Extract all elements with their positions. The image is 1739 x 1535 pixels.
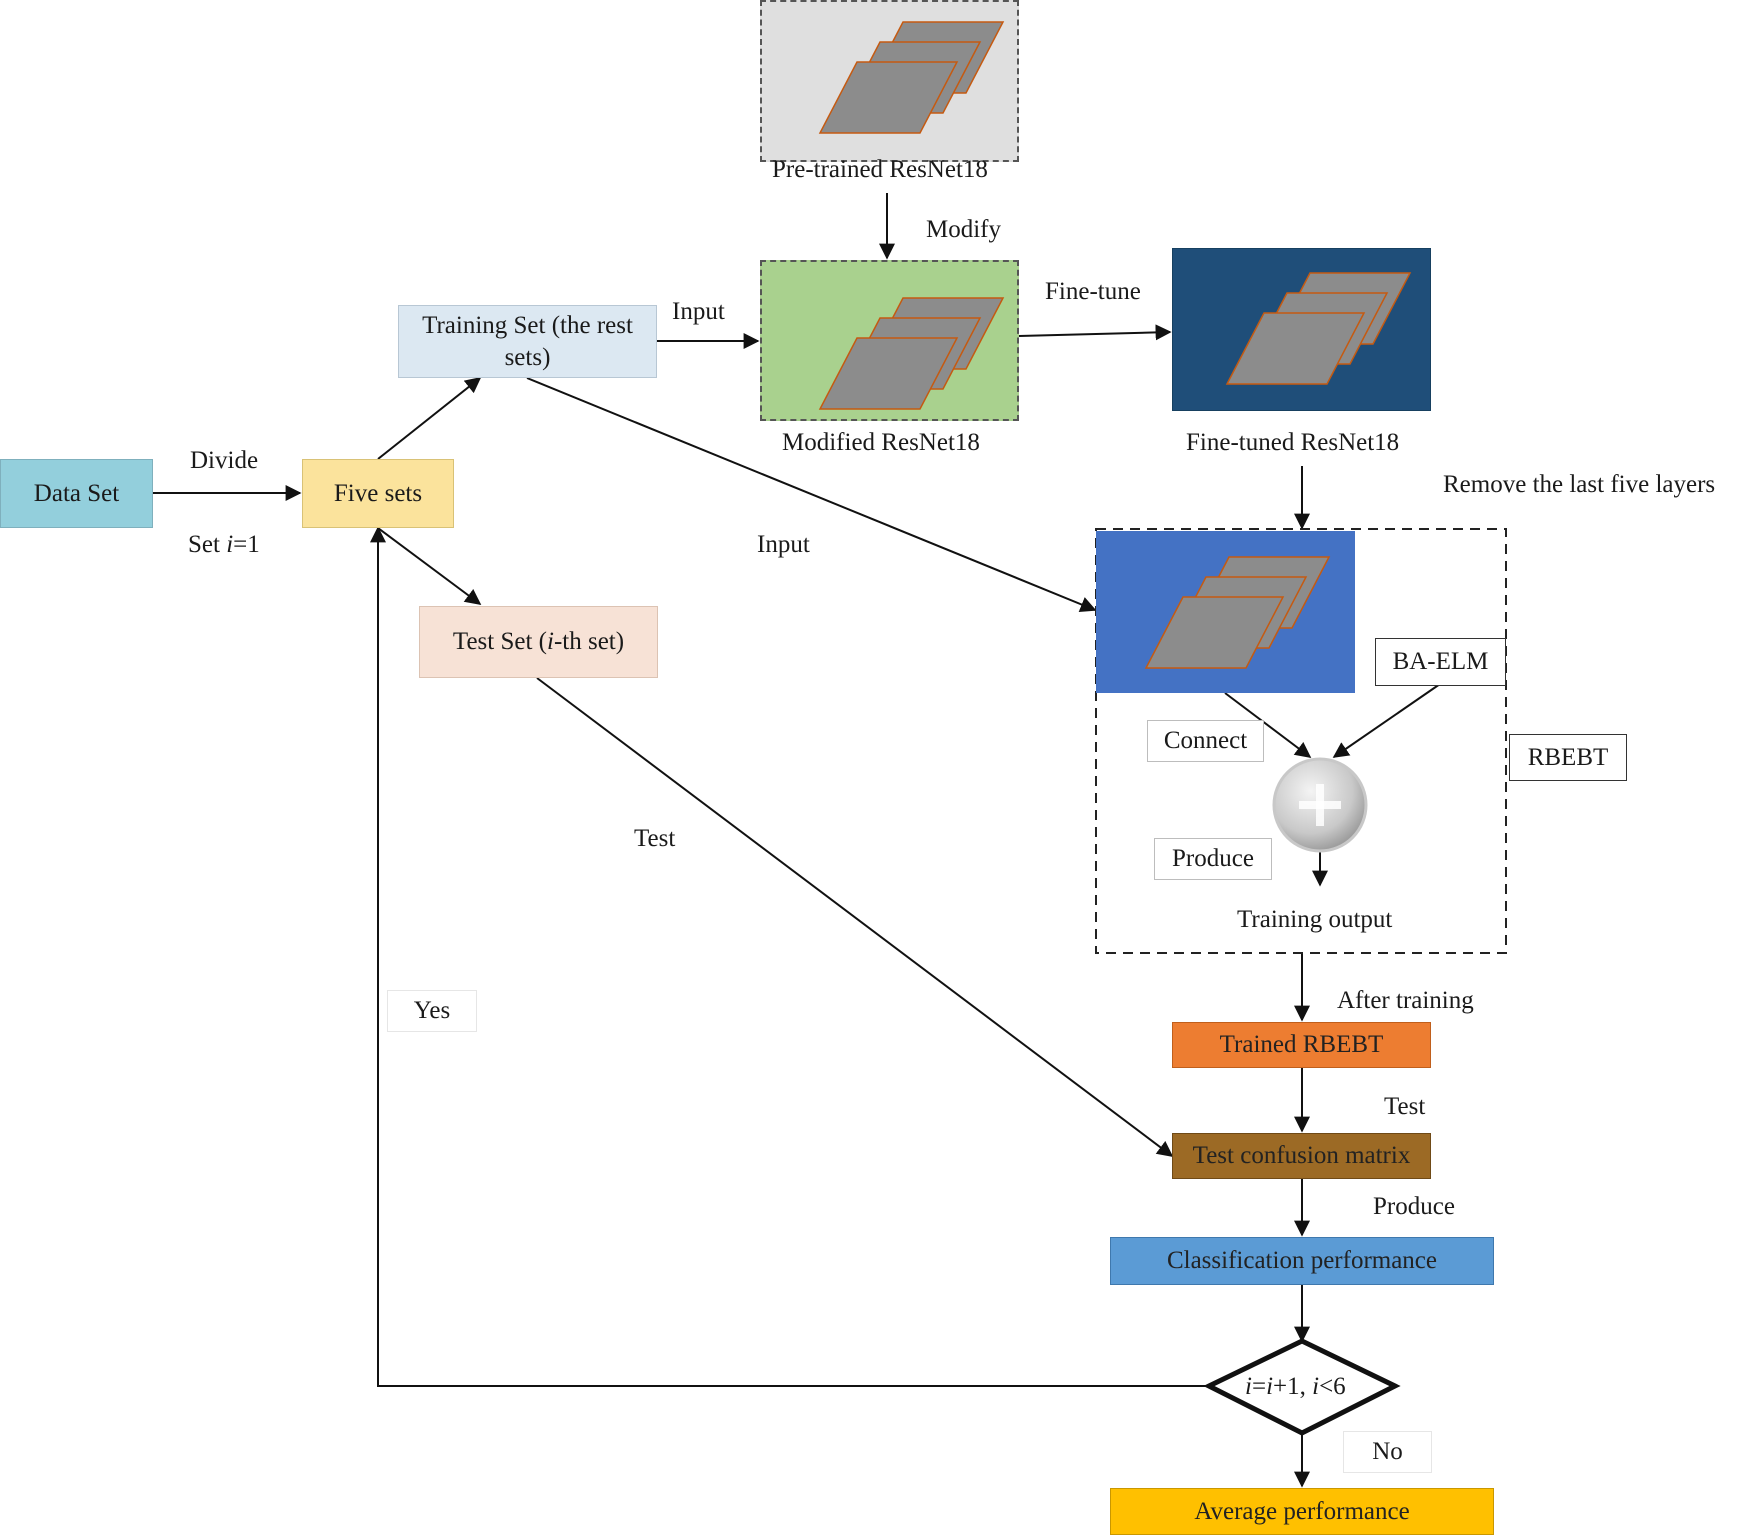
trained-rbebt-label: Trained RBEBT bbox=[1219, 1031, 1384, 1059]
fine-tune-label: Fine-tune bbox=[1045, 278, 1141, 305]
no-tag: No bbox=[1343, 1431, 1432, 1473]
connect-label: Connect bbox=[1163, 727, 1248, 754]
training-output-caption: Training output bbox=[1237, 906, 1393, 933]
modified-caption: Modified ResNet18 bbox=[782, 429, 980, 456]
set-var: i bbox=[226, 531, 234, 558]
yes-label: Yes bbox=[413, 997, 451, 1024]
no-label: No bbox=[1372, 1438, 1403, 1465]
modified-resnet-panel bbox=[760, 260, 1019, 421]
produce-inner-label: Produce bbox=[1172, 845, 1254, 872]
decision-lt: <6 bbox=[1319, 1373, 1346, 1400]
decision-var-a: i bbox=[1245, 1373, 1252, 1400]
classification-performance-label: Classification performance bbox=[1166, 1247, 1438, 1275]
input-label-rbebt: Input bbox=[757, 531, 810, 558]
modify-label: Modify bbox=[926, 216, 1001, 243]
test-label-diagonal: Test bbox=[634, 825, 676, 852]
rbebt-label: RBEBT bbox=[1527, 743, 1609, 771]
training-set-node: Training Set (the rest sets) bbox=[398, 305, 657, 378]
arrow-test-to-confusion bbox=[536, 677, 1174, 1157]
pretrained-resnet-panel bbox=[760, 0, 1019, 162]
decision-var-c: i bbox=[1266, 1373, 1274, 1400]
training-set-label: Training Set (the rest sets) bbox=[422, 312, 633, 371]
adder-plus-icon bbox=[1272, 757, 1368, 853]
pretrained-caption: Pre-trained ResNet18 bbox=[772, 156, 988, 183]
data-set-node: Data Set bbox=[0, 459, 153, 528]
five-sets-node: Five sets bbox=[302, 459, 454, 528]
test-set-suffix: -th set) bbox=[553, 628, 625, 656]
average-performance-label: Average performance bbox=[1194, 1497, 1410, 1525]
divide-label: Divide bbox=[190, 447, 259, 474]
decision-plus: +1, bbox=[1273, 1373, 1313, 1400]
layer-sheet-3 bbox=[818, 61, 959, 134]
confusion-matrix-node: Test confusion matrix bbox=[1172, 1133, 1431, 1179]
set-suffix: =1 bbox=[233, 531, 260, 558]
layer-sheet-3 bbox=[818, 337, 959, 410]
layer-stack-icon bbox=[1225, 272, 1412, 385]
layer-sheet-3 bbox=[1225, 312, 1366, 385]
arrow-training-to-rbebt bbox=[526, 377, 1097, 612]
layer-stack-icon bbox=[818, 297, 1005, 410]
ba-elm-label: BA-ELM bbox=[1392, 648, 1489, 675]
decision-diamond bbox=[1203, 1338, 1401, 1436]
input-label-modified: Input bbox=[672, 298, 725, 325]
set-i-label: Set i=1 bbox=[188, 532, 260, 557]
layer-stack-icon bbox=[1144, 556, 1331, 669]
ba-elm-node: BA-ELM bbox=[1375, 638, 1506, 686]
layer-sheet-3 bbox=[1144, 596, 1285, 669]
arrow-baelm-to-plus bbox=[1332, 683, 1441, 758]
arrow-yes-loop bbox=[370, 526, 1209, 1387]
set-prefix: Set bbox=[188, 531, 227, 558]
arrow-five-to-training bbox=[377, 377, 482, 460]
average-performance-node: Average performance bbox=[1110, 1488, 1494, 1535]
arrow-five-to-test bbox=[377, 527, 482, 605]
yes-tag: Yes bbox=[387, 990, 477, 1032]
test-set-label: Test Set (i-th set) bbox=[453, 626, 624, 657]
data-set-label: Data Set bbox=[33, 479, 120, 507]
test-label-trained: Test bbox=[1384, 1093, 1426, 1120]
decision-var-e: i bbox=[1312, 1373, 1320, 1400]
test-set-prefix: Test Set ( bbox=[452, 628, 547, 656]
after-training-label: After training bbox=[1337, 987, 1474, 1014]
test-set-node: Test Set (i-th set) bbox=[419, 606, 658, 678]
decision-label: i=i+1, i<6 bbox=[1245, 1374, 1346, 1399]
rbebt-container bbox=[1095, 528, 1507, 954]
test-set-var: i bbox=[547, 628, 554, 656]
finetuned-caption: Fine-tuned ResNet18 bbox=[1186, 429, 1400, 456]
rbebt-network-panel bbox=[1096, 531, 1355, 693]
finetuned-resnet-panel bbox=[1172, 248, 1431, 411]
connect-tag: Connect bbox=[1147, 720, 1264, 762]
remove-layers-label: Remove the last five layers bbox=[1443, 471, 1716, 498]
layer-stack-icon bbox=[818, 21, 1005, 134]
classification-performance-node: Classification performance bbox=[1110, 1237, 1494, 1285]
trained-rbebt-node: Trained RBEBT bbox=[1172, 1022, 1431, 1068]
five-sets-label: Five sets bbox=[333, 479, 423, 507]
decision-eq: = bbox=[1251, 1373, 1267, 1400]
rbebt-tag: RBEBT bbox=[1509, 734, 1627, 781]
confusion-matrix-label: Test confusion matrix bbox=[1192, 1142, 1411, 1170]
produce-label: Produce bbox=[1373, 1193, 1455, 1220]
produce-inner-tag: Produce bbox=[1154, 838, 1272, 880]
arrow-modified-to-finetuned bbox=[1018, 324, 1172, 341]
arrow-net-to-plus bbox=[1224, 692, 1312, 758]
